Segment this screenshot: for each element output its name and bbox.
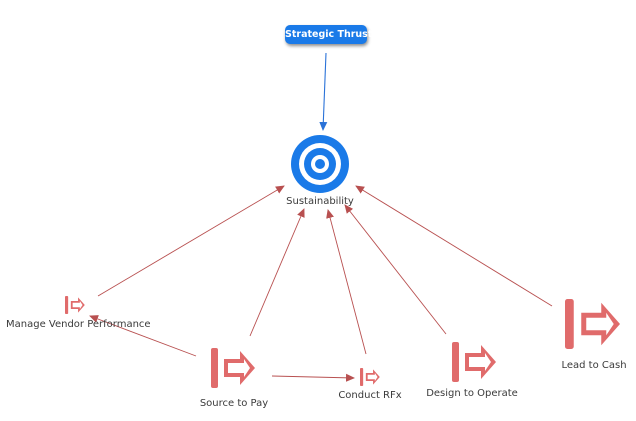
- link-s2p-to-mvp: [89, 315, 197, 357]
- goal-label: Sustainability: [286, 196, 354, 207]
- process-icon-s2p[interactable]: [211, 348, 255, 388]
- target-icon[interactable]: [291, 135, 349, 193]
- process-icon-l2c[interactable]: [565, 299, 620, 349]
- link-d2o-to-goal: [344, 204, 447, 335]
- process-label-rfx: Conduct RFx: [338, 390, 402, 401]
- process-label-s2p: Source to Pay: [199, 398, 269, 409]
- process-label-l2c: Lead to Cash: [561, 360, 627, 371]
- process-label-d2o: Design to Operate: [426, 388, 518, 399]
- process-icon-rfx[interactable]: [360, 368, 380, 386]
- thrust-to-goal-arrow: [319, 52, 328, 131]
- link-rfx-to-goal: [326, 209, 367, 355]
- process-icon-mvp[interactable]: [65, 296, 85, 314]
- link-s2p-to-goal: [249, 208, 305, 337]
- strategic-thrust-node[interactable]: Strategic Thrust: [285, 25, 372, 44]
- relation-lines: [89, 185, 553, 382]
- process-icon-d2o[interactable]: [452, 342, 496, 382]
- link-mvp-to-goal: [97, 185, 285, 297]
- link-l2c-to-goal: [355, 185, 553, 307]
- link-s2p-to-rfx: [271, 373, 355, 382]
- process-label-mvp: Manage Vendor Performance: [6, 319, 151, 330]
